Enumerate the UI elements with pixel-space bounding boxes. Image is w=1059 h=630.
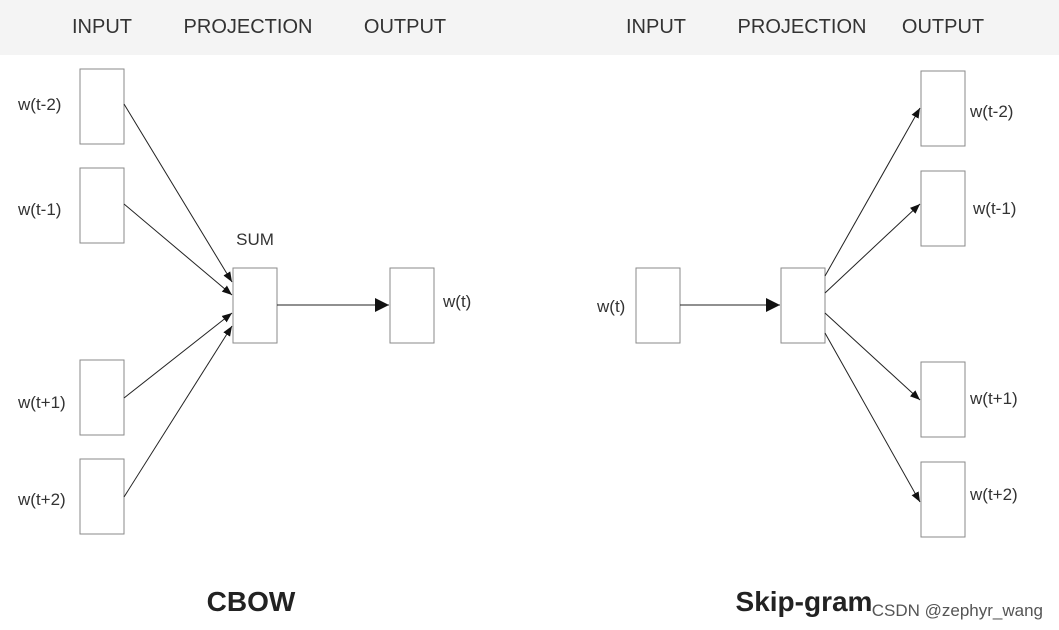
header-band: [0, 0, 1059, 55]
skipgram-output-label-1: w(t-2): [969, 102, 1013, 121]
skipgram-output-label-4: w(t+2): [969, 485, 1018, 504]
cbow-input-label-3: w(t+1): [17, 393, 66, 412]
cbow-panel: INPUT PROJECTION OUTPUT w(t-2) w(t-1) w(…: [17, 16, 471, 617]
skipgram-output-label-2: w(t-1): [972, 199, 1016, 218]
skipgram-output-header: OUTPUT: [902, 16, 984, 38]
cbow-input-box-4: [79, 458, 125, 535]
cbow-output-header: OUTPUT: [364, 16, 446, 38]
skipgram-arrow-3: [824, 312, 921, 401]
skipgram-output-box-1: [920, 70, 966, 147]
cbow-arrow-1: [123, 103, 233, 283]
cbow-input-box-2: [79, 167, 125, 244]
skipgram-input-box: [635, 267, 681, 344]
cbow-input-label-1: w(t-2): [17, 95, 61, 114]
skipgram-panel: INPUT PROJECTION OUTPUT w(t) w(t-2) w(t-…: [596, 16, 1018, 617]
cbow-arrow-4: [123, 325, 233, 498]
cbow-output-label: w(t): [442, 292, 471, 311]
skipgram-output-box-3: [920, 361, 966, 438]
cbow-input-header: INPUT: [72, 16, 132, 38]
cbow-arrow-3: [123, 312, 233, 399]
skipgram-arrow-1: [824, 107, 921, 277]
skipgram-arrow-4: [824, 332, 921, 503]
skipgram-output-box-4: [920, 461, 966, 538]
skipgram-output-label-3: w(t+1): [969, 389, 1018, 408]
cbow-input-label-4: w(t+2): [17, 490, 66, 509]
cbow-title: CBOW: [207, 586, 296, 617]
cbow-input-label-2: w(t-1): [17, 200, 61, 219]
cbow-sum-label: SUM: [236, 230, 274, 249]
skipgram-input-header: INPUT: [626, 16, 686, 38]
cbow-output-box: [389, 267, 435, 344]
watermark: CSDN @zephyr_wang: [872, 601, 1043, 620]
skipgram-arrow-2: [824, 203, 921, 294]
cbow-arrow-2: [123, 203, 233, 296]
skipgram-projection-box: [780, 267, 826, 344]
cbow-input-box-1: [79, 68, 125, 145]
skipgram-title: Skip-gram: [736, 586, 873, 617]
cbow-projection-header: PROJECTION: [184, 16, 313, 38]
cbow-projection-box: [232, 267, 278, 344]
skipgram-output-box-2: [920, 170, 966, 247]
skipgram-projection-header: PROJECTION: [738, 16, 867, 38]
cbow-input-box-3: [79, 359, 125, 436]
skipgram-input-label: w(t): [596, 297, 625, 316]
